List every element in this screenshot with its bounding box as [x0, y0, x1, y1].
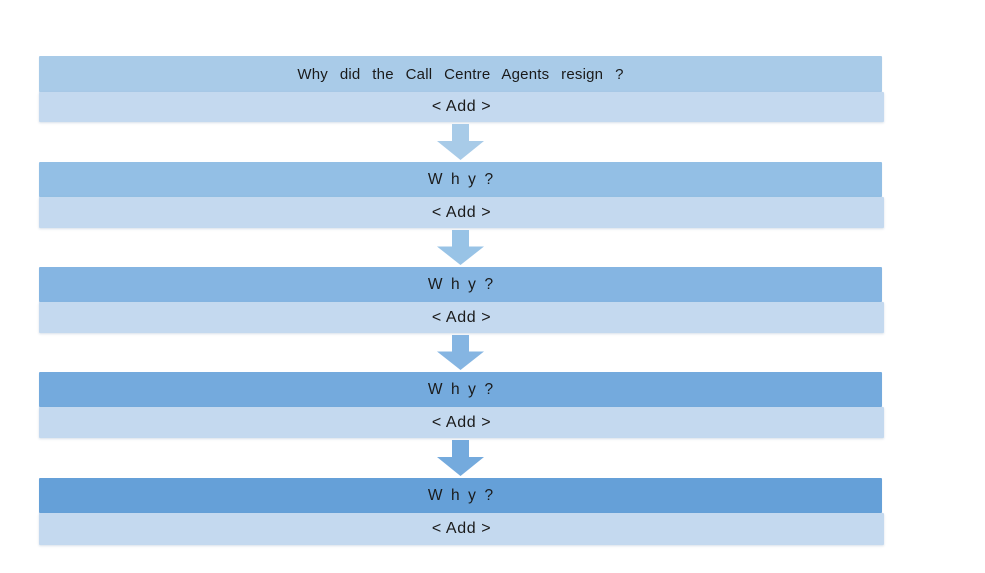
- add-cause-label-3: < Add >: [431, 308, 492, 326]
- add-cause-bar-1[interactable]: < Add >: [39, 92, 884, 122]
- why-label-3: W h y ?: [427, 275, 496, 293]
- flow-arrow-3: [437, 335, 484, 370]
- down-arrow-shape-4: [437, 440, 484, 476]
- add-cause-bar-4[interactable]: < Add >: [39, 407, 884, 438]
- add-cause-label-5: < Add >: [431, 520, 492, 537]
- flow-arrow-2: [437, 230, 484, 265]
- flow-arrow-1: [437, 124, 484, 160]
- down-arrow-shape-1: [437, 124, 484, 160]
- down-arrow-shape-3: [437, 335, 484, 370]
- why-group-2: W h y ? < Add >: [39, 162, 884, 228]
- root-problem-bar[interactable]: Why did the Call Centre Agents resign ?: [39, 56, 882, 92]
- why-bar-3[interactable]: W h y ?: [39, 267, 882, 302]
- why-group-4: W h y ? < Add >: [39, 372, 884, 438]
- why-group-3: W h y ? < Add >: [39, 267, 884, 333]
- why-bar-2[interactable]: W h y ?: [39, 162, 882, 197]
- why-label-5: W h y ?: [427, 486, 496, 504]
- root-problem-label: Why did the Call Centre Agents resign ?: [297, 65, 624, 83]
- add-cause-bar-5[interactable]: < Add >: [39, 513, 884, 545]
- down-arrow-shape-2: [437, 230, 484, 265]
- add-cause-label-1: < Add >: [431, 98, 492, 115]
- why-bar-5[interactable]: W h y ?: [39, 478, 882, 513]
- why-bar-4[interactable]: W h y ?: [39, 372, 882, 407]
- why-label-4: W h y ?: [427, 380, 496, 398]
- add-cause-bar-2[interactable]: < Add >: [39, 197, 884, 228]
- add-cause-bar-3[interactable]: < Add >: [39, 302, 884, 333]
- flow-arrow-4: [437, 440, 484, 476]
- why-group-1: Why did the Call Centre Agents resign ? …: [39, 56, 884, 122]
- add-cause-label-4: < Add >: [431, 413, 492, 431]
- why-group-5: W h y ? < Add >: [39, 478, 884, 545]
- why-label-2: W h y ?: [427, 170, 496, 188]
- add-cause-label-2: < Add >: [431, 203, 492, 221]
